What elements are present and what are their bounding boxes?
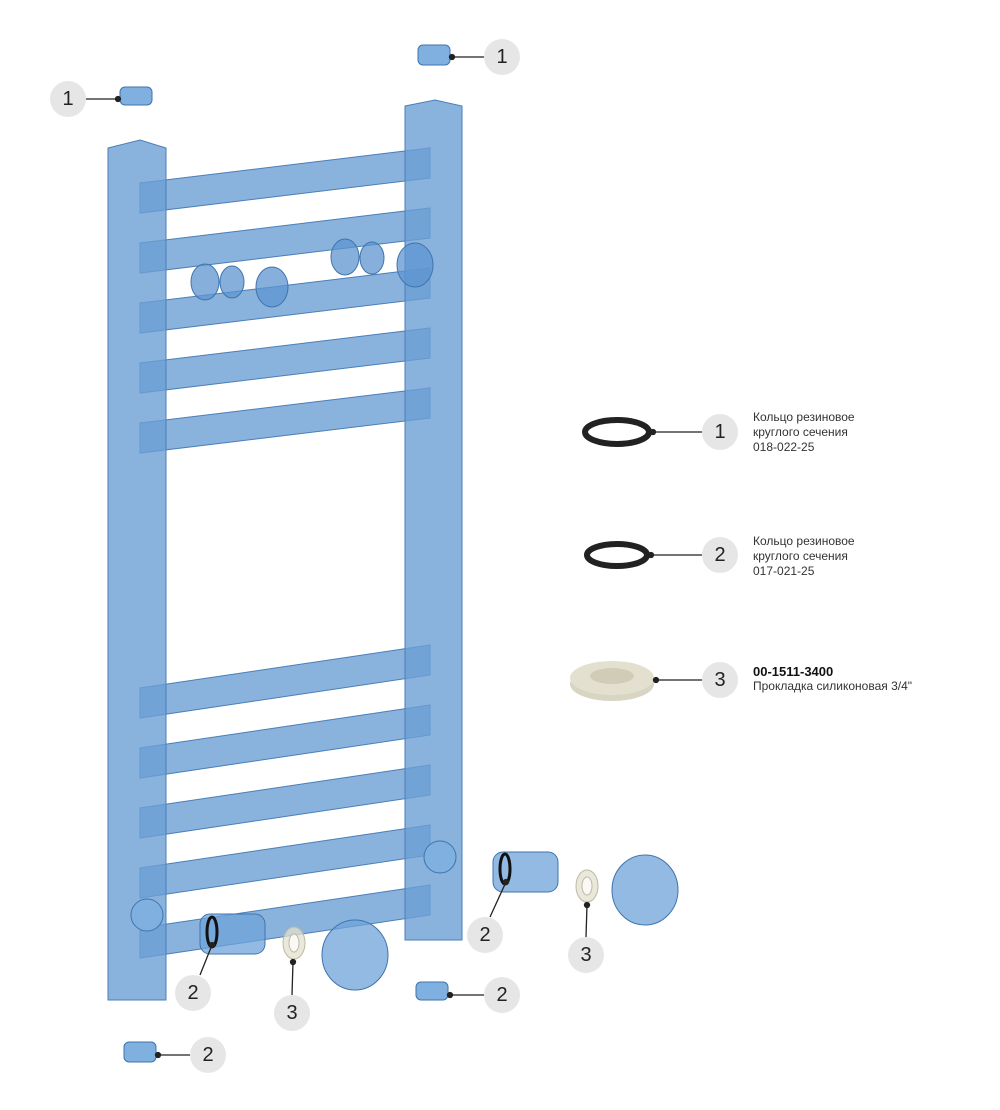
legend-item-2: Кольцо резиновое круглого сечения 017-02…	[753, 534, 855, 579]
o-ring-1-image	[582, 417, 652, 447]
legend-1-line2: круглого сечения	[753, 425, 848, 439]
svg-text:1: 1	[62, 88, 73, 110]
svg-text:3: 3	[714, 669, 725, 691]
svg-text:2: 2	[496, 984, 507, 1006]
rungs-bottom	[139, 644, 431, 959]
legend-2-line2: круглого сечения	[753, 549, 848, 563]
callouts: 1 1 1 2 3 2 3 2 3 2 2	[50, 39, 738, 1073]
svg-text:3: 3	[286, 1002, 297, 1024]
right-post	[404, 99, 463, 941]
legend-2-line1: Кольцо резиновое	[753, 534, 855, 548]
fittings	[199, 851, 679, 991]
leader-lines	[86, 53, 702, 1059]
legend-1-code: 018-022-25	[753, 440, 815, 454]
callout-top-right: 1	[484, 39, 520, 75]
callout-top-left: 1	[50, 81, 86, 117]
callout-legend-2: 2	[702, 537, 738, 573]
callout-bottom-right-cap: 2	[484, 977, 520, 1013]
o-ring-2-image	[584, 541, 650, 569]
legend-item-3: 00-1511-3400 Прокладка силиконовая 3/4"	[753, 664, 912, 694]
legend-2-code: 017-021-25	[753, 564, 815, 578]
radiator	[107, 99, 463, 1001]
svg-text:2: 2	[479, 924, 490, 946]
svg-text:3: 3	[580, 944, 591, 966]
rungs-top	[139, 147, 431, 454]
callout-bottom-left-cap: 2	[190, 1037, 226, 1073]
legend-1-line1: Кольцо резиновое	[753, 410, 855, 424]
svg-text:2: 2	[202, 1044, 213, 1066]
left-post	[107, 139, 167, 1001]
legend-3-code: 00-1511-3400	[753, 664, 834, 679]
callout-right-fitting-ring: 2	[467, 917, 503, 953]
callout-left-fitting-ring: 2	[175, 975, 211, 1011]
callout-left-fitting-gasket: 3	[274, 995, 310, 1031]
svg-text:2: 2	[187, 982, 198, 1004]
callout-legend-3: 3	[702, 662, 738, 698]
gasket-image	[570, 661, 654, 701]
legend-3-description: Прокладка силиконовая 3/4"	[753, 679, 913, 693]
svg-text:2: 2	[714, 544, 725, 566]
hooks	[190, 238, 434, 308]
callout-legend-1: 1	[702, 414, 738, 450]
legend-item-1: Кольцо резиновое круглого сечения 018-02…	[753, 410, 855, 455]
svg-text:1: 1	[714, 421, 725, 443]
end-caps	[119, 44, 457, 1063]
callout-right-fitting-gasket: 3	[568, 937, 604, 973]
svg-text:1: 1	[496, 46, 507, 68]
